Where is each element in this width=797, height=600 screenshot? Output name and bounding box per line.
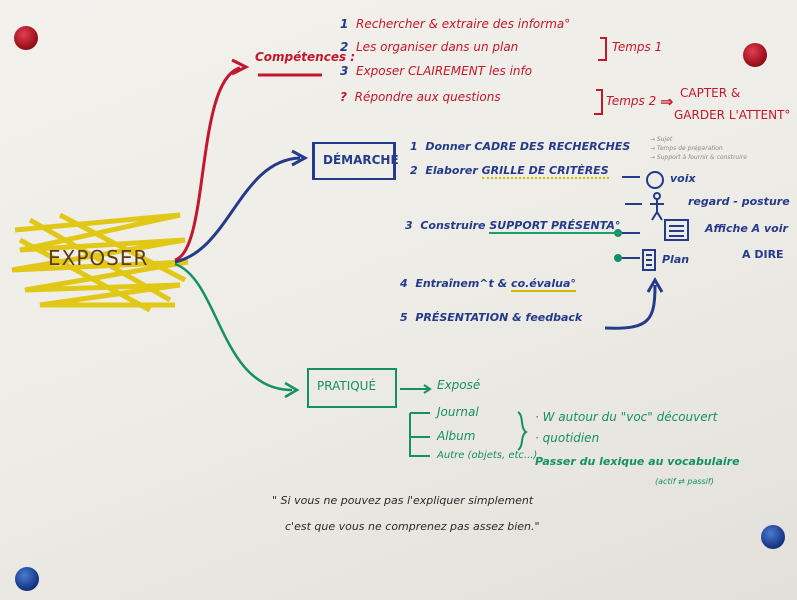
support-poster: Affiche A voir xyxy=(705,222,788,235)
lexique-note: Passer du lexique au vocabulaire xyxy=(535,455,740,468)
feedback-arrow xyxy=(604,284,657,330)
competence-text: Exposer CLAIREMENT les info xyxy=(356,64,533,78)
competence-item: ? Répondre aux questions xyxy=(340,90,501,104)
goal-line-2: GARDER L'ATTENT° xyxy=(674,108,791,122)
demarche-step: 3 Construire SUPPORT PRÉSENTA° xyxy=(405,219,621,234)
step-text: PRÉSENTATION & feedback xyxy=(415,311,583,324)
competence-item: 3 Exposer CLAIREMENT les info xyxy=(340,64,532,78)
quote-line-1: " Si vous ne pouvez pas l'expliquer simp… xyxy=(272,494,534,507)
step-highlight: GRILLE DE CRITÈRES xyxy=(481,164,609,179)
pratique-item: Autre (objets, etc...) xyxy=(437,450,538,461)
goal-line-1: CAPTER & xyxy=(680,86,741,100)
pratique-note: · quotidien xyxy=(535,431,600,445)
demarche-step: 4 Entraînem^t & co.évalua° xyxy=(400,277,576,292)
support-to-say: A DIRE xyxy=(742,248,784,261)
note: → Sujet xyxy=(650,136,673,143)
step-text: Donner CADRE DES RECHERCHES xyxy=(425,140,631,153)
step-marker: 1 xyxy=(410,140,418,153)
temps-2-label: Temps 2 xyxy=(606,94,657,108)
competence-item: 1 Rechercher & extraire des informa° xyxy=(340,17,570,31)
note: → Support à fournir & construire xyxy=(650,154,747,161)
step-marker: 5 xyxy=(400,311,408,324)
step-text: Elaborer xyxy=(425,164,478,177)
note: → Temps de préparation xyxy=(650,145,723,152)
pratique-box: PRATIQUÉ xyxy=(307,368,397,408)
step-highlight: SUPPORT PRÉSENTA° xyxy=(489,219,621,234)
competence-item: 2 Les organiser dans un plan xyxy=(340,40,518,54)
step-marker: 3 xyxy=(405,219,413,232)
step-marker: 2 xyxy=(410,164,418,177)
step-text: Entraînem^t & xyxy=(415,277,508,290)
center-node-label: EXPOSER xyxy=(48,246,149,270)
pratique-item: Journal xyxy=(437,405,479,419)
arrow-symbol: ⇒ xyxy=(660,92,674,111)
temps-1-label: Temps 1 xyxy=(612,40,663,54)
red-pushpin xyxy=(743,43,767,67)
demarche-step: 5 PRÉSENTATION & feedback xyxy=(400,311,582,324)
demarche-step: 1 Donner CADRE DES RECHERCHES xyxy=(410,140,630,153)
quote-line-2: c'est que vous ne comprenez pas assez bi… xyxy=(285,520,540,533)
blue-branch xyxy=(174,156,301,264)
step-marker: 4 xyxy=(400,277,408,290)
blue-pushpin xyxy=(15,567,39,591)
green-branch xyxy=(174,262,293,392)
competence-text: Répondre aux questions xyxy=(354,90,501,104)
competences-label: Compétences : xyxy=(255,50,356,64)
step-marker: 1 xyxy=(340,17,349,31)
demarche-step: 2 Elaborer GRILLE DE CRITÈRES xyxy=(410,164,609,179)
step-marker: 3 xyxy=(340,64,349,78)
pratique-item: Exposé xyxy=(437,378,481,392)
competence-text: Rechercher & extraire des informa° xyxy=(356,17,571,31)
red-branch xyxy=(174,66,241,262)
demarche-label: DÉMARCHE xyxy=(323,153,399,167)
demarche-box: DÉMARCHE xyxy=(312,142,399,180)
blue-pushpin xyxy=(761,525,785,549)
step-highlight: co.évalua° xyxy=(511,277,576,292)
red-pushpin xyxy=(14,26,38,50)
support-plan: Plan xyxy=(662,253,690,266)
competence-text: Les organiser dans un plan xyxy=(356,40,519,54)
step-marker: 2 xyxy=(340,40,349,54)
step-text: Construire xyxy=(420,219,486,232)
pratique-label: PRATIQUÉ xyxy=(317,379,377,393)
step-marker: ? xyxy=(340,90,347,104)
criteria-voice: voix xyxy=(670,172,696,185)
lexique-subnote: (actif ⇄ passif) xyxy=(655,477,714,486)
pratique-item: Album xyxy=(437,429,476,443)
yellow-scribble xyxy=(11,212,189,313)
pratique-note: · W autour du "voc" découvert xyxy=(535,410,718,424)
criteria-gaze-posture: regard - posture xyxy=(688,195,790,208)
